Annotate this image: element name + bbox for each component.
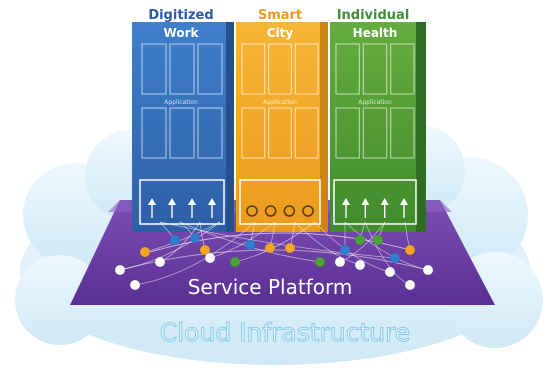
ring-icon xyxy=(283,205,296,217)
network-node xyxy=(334,256,346,268)
gateway-box xyxy=(333,179,417,225)
arrow-up-icon xyxy=(188,198,196,205)
application-window xyxy=(390,107,415,159)
application-window xyxy=(362,107,388,159)
network-node xyxy=(114,264,126,276)
network-node xyxy=(264,242,276,254)
network-node xyxy=(129,279,141,291)
network-node xyxy=(154,256,166,268)
application-window xyxy=(335,43,360,95)
column-title-work: Work xyxy=(163,26,199,40)
arrow-up-icon xyxy=(361,198,370,205)
ring-icon xyxy=(246,205,258,217)
application-window xyxy=(268,107,292,159)
column-health xyxy=(330,22,426,232)
application-window xyxy=(241,107,266,159)
network-node xyxy=(354,259,366,271)
arrow-up-icon xyxy=(148,198,156,205)
application-window xyxy=(294,43,319,95)
network-node xyxy=(384,266,396,278)
network-node xyxy=(422,264,434,276)
application-window xyxy=(335,107,360,159)
column-title-city: City xyxy=(266,26,294,40)
network-node xyxy=(314,256,326,268)
network-node xyxy=(244,239,256,251)
column-city xyxy=(236,22,328,232)
gateway-box xyxy=(239,179,321,225)
network-node xyxy=(339,244,351,256)
arrow-up-icon xyxy=(342,198,350,205)
application-window xyxy=(294,107,319,159)
application-window xyxy=(241,43,266,95)
application-window xyxy=(362,43,388,95)
network-node xyxy=(404,279,416,291)
service-platform-label: Service Platform xyxy=(187,275,353,299)
column-header-digitized: Digitized xyxy=(148,8,214,23)
network-node xyxy=(229,256,241,268)
application-label-health: Application xyxy=(358,99,392,106)
network-node xyxy=(199,244,211,256)
arrow-up-icon xyxy=(208,198,216,205)
network-node xyxy=(169,234,181,246)
arrow-up-icon xyxy=(400,198,408,205)
application-window xyxy=(197,107,223,159)
arrow-up-icon xyxy=(380,198,389,205)
network-node xyxy=(189,232,201,244)
column-title-health: Health xyxy=(352,26,398,40)
ring-icon xyxy=(264,205,277,217)
application-window xyxy=(197,43,223,95)
ring-icon xyxy=(302,205,314,217)
application-label-city: Application xyxy=(263,99,297,106)
network-node xyxy=(284,242,296,254)
column-header-individual: Individual xyxy=(336,8,410,23)
application-window xyxy=(390,43,415,95)
network-node xyxy=(139,246,151,258)
column-work xyxy=(132,22,234,232)
application-window xyxy=(141,43,167,95)
application-window xyxy=(169,107,195,159)
network-node xyxy=(204,252,216,264)
application-label-work: Application xyxy=(164,99,198,106)
application-window xyxy=(169,43,195,95)
network-node xyxy=(389,252,401,264)
cloud-infrastructure-label: Cloud Infrastructure xyxy=(159,318,411,348)
arrow-up-icon xyxy=(168,198,176,205)
network-node xyxy=(404,244,416,256)
network-node xyxy=(354,234,366,246)
column-header-smart: Smart xyxy=(257,8,303,23)
application-window xyxy=(268,43,292,95)
network-node xyxy=(372,234,384,246)
application-window xyxy=(141,107,167,159)
